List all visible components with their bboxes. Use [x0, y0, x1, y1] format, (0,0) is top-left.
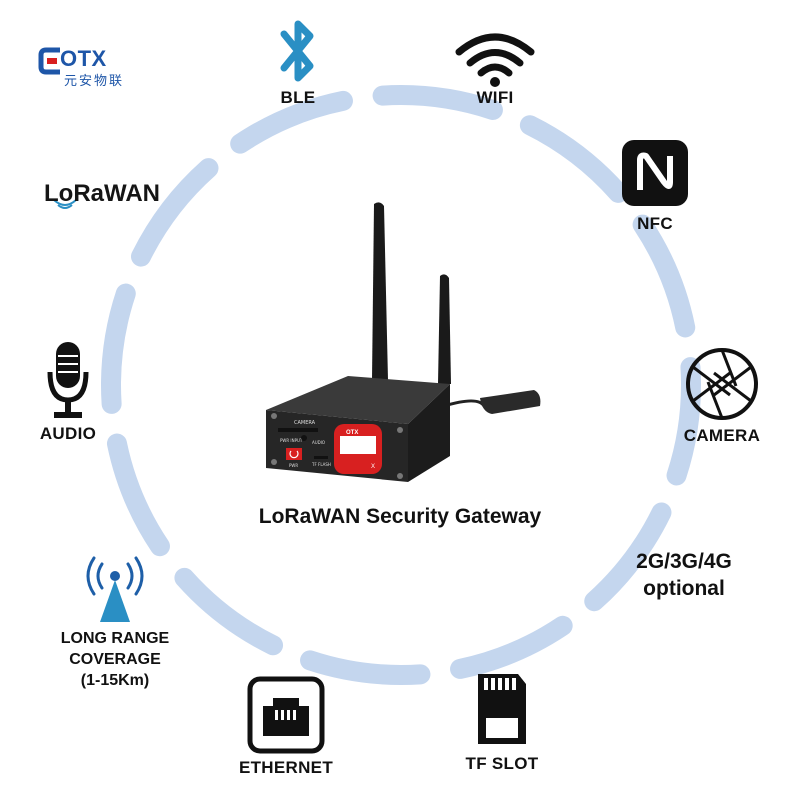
port-label-tf-flash: TF FLASH — [311, 462, 331, 467]
camera-shutter-icon — [686, 348, 758, 420]
cellular-label-line1: 2G/3G/4G — [636, 550, 732, 573]
range-label-line1: LONG RANGE — [60, 630, 170, 647]
camera-label: CAMERA — [683, 426, 761, 445]
feature-audio: AUDIO — [28, 338, 108, 444]
cellular-label-line2: optional — [643, 577, 725, 600]
lora-wave-icon — [53, 199, 77, 209]
tf-flash-port — [314, 456, 328, 459]
range-label-line2: COVERAGE — [69, 651, 161, 668]
ble-icon — [280, 20, 314, 82]
range-label-line3: (1-15Km) — [80, 672, 150, 689]
wifi-icon — [455, 33, 535, 87]
sd-card-icon — [478, 674, 526, 744]
brand-logo: OTX 元安物联 — [38, 46, 148, 89]
brand-logo-text: OTX — [60, 46, 107, 71]
nfc-label: NFC — [637, 214, 673, 233]
camera-puck — [480, 390, 541, 414]
brand-logo-mark-icon — [38, 47, 60, 75]
feature-long-range: LONG RANGE COVERAGE (1-15Km) — [20, 628, 210, 691]
product-title: LoRaWAN Security Gateway — [258, 505, 542, 528]
tf-slot-label: TF SLOT — [465, 754, 539, 773]
feature-nfc: NFC — [612, 138, 698, 234]
port-label-camera: CAMERA — [294, 420, 316, 426]
port-label-pwr-input: PWR INPUT — [280, 438, 303, 443]
ring-segments — [101, 85, 701, 685]
feature-camera: CAMERA — [672, 346, 772, 446]
wifi-label: WIFI — [476, 88, 514, 107]
pwr-input-port — [301, 435, 307, 441]
brand-logo-subtext: 元安物联 — [64, 74, 125, 89]
ethernet-port-icon — [247, 676, 325, 754]
screen-mark: X — [371, 464, 375, 470]
port-label-audio: AUDIO — [312, 440, 325, 445]
feature-ble: BLE — [258, 14, 338, 108]
antenna-signal-icon — [86, 556, 144, 622]
screen-logo: OTX — [346, 430, 358, 436]
feature-cellular: 2G/3G/4G optional — [604, 548, 764, 602]
microphone-icon — [47, 342, 89, 418]
gateway-device-image: CAMERA PWR INPUT AUDIO PWR TF FLASH OTX … — [266, 202, 541, 482]
feature-tf-slot: TF SLOT — [452, 670, 552, 774]
power-button — [286, 448, 302, 460]
antenna-right — [438, 274, 451, 384]
lorawan-label: LoRaWAN — [44, 180, 160, 207]
ble-label: BLE — [280, 88, 316, 107]
nfc-icon — [622, 140, 688, 206]
camera-port — [278, 428, 318, 432]
audio-label: AUDIO — [39, 424, 97, 443]
front-screen — [340, 436, 376, 454]
feature-wifi: WIFI — [440, 30, 550, 108]
ethernet-label: ETHERNET — [238, 758, 333, 777]
feature-ethernet: ETHERNET — [226, 676, 346, 778]
port-label-pwr: PWR — [289, 463, 298, 468]
antenna-left — [372, 202, 388, 380]
